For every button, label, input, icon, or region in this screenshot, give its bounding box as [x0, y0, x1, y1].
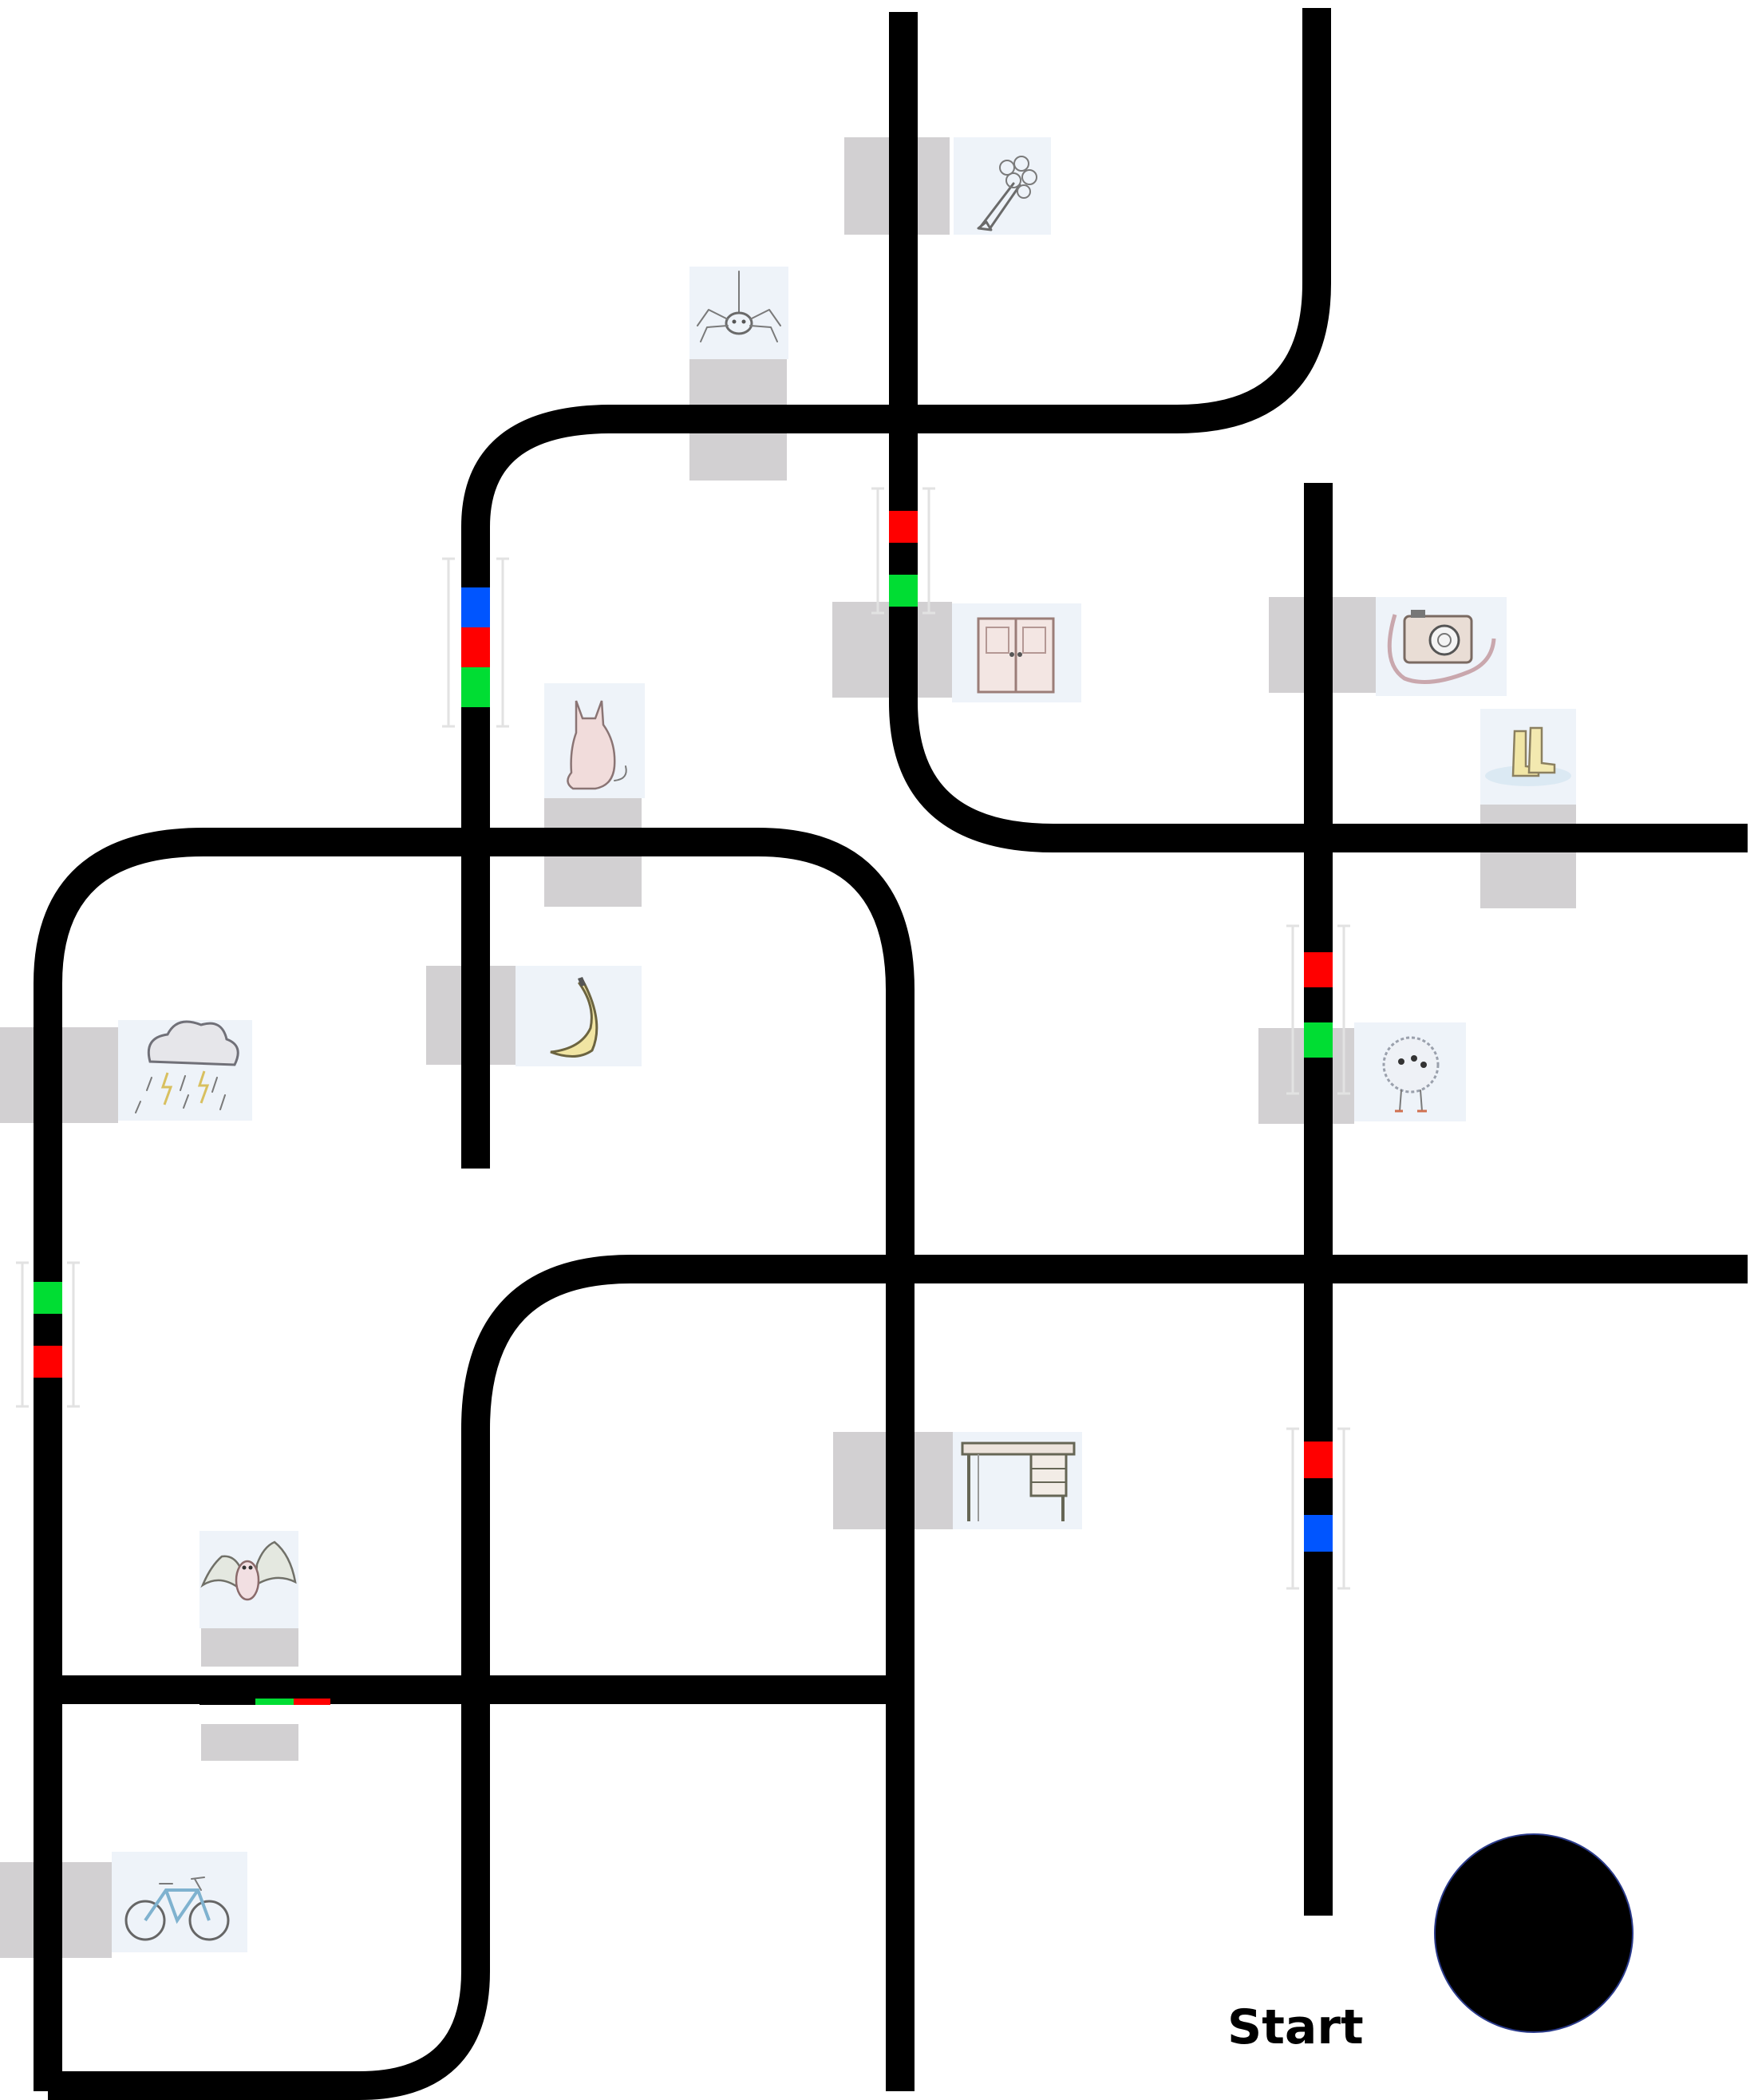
- fuzzy-monster-icon: [1354, 1022, 1466, 1121]
- label-placeholder-bat-top: [201, 1628, 298, 1667]
- bicycle-icon: [112, 1852, 247, 1952]
- color-code-bottom-left-horizontal: [199, 1699, 330, 1705]
- flower-bouquet-icon: [954, 137, 1051, 235]
- desk-icon: [953, 1432, 1082, 1529]
- label-placeholder-boots: [1480, 805, 1576, 908]
- cat-icon: [544, 683, 645, 798]
- start-label: Start: [1227, 1999, 1364, 2055]
- cupboard-icon: [952, 603, 1081, 702]
- camera-icon: [1376, 597, 1507, 696]
- rain-boots-icon: [1480, 709, 1576, 805]
- banana-icon: [516, 966, 642, 1066]
- bat-icon: [199, 1531, 298, 1628]
- storm-cloud-icon: [118, 1020, 252, 1121]
- spider-icon: [689, 267, 788, 359]
- label-placeholder-bat-bottom: [201, 1724, 298, 1761]
- start-circle[interactable]: [1435, 1834, 1633, 2032]
- track-network: [48, 8, 1748, 2091]
